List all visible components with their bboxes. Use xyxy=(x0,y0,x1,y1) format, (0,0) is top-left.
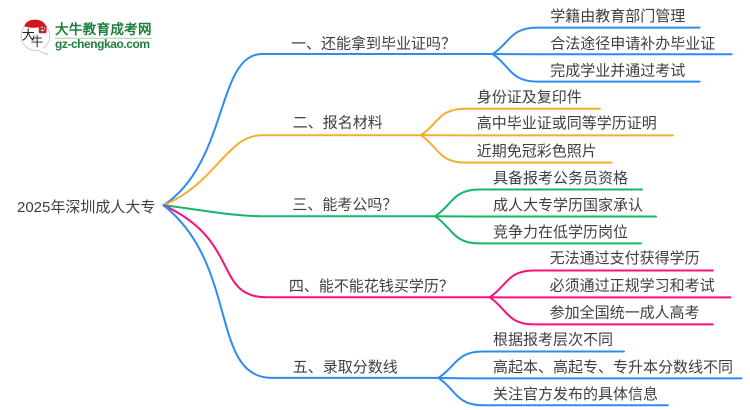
svg-text:身份证及复印件: 身份证及复印件 xyxy=(477,88,582,106)
svg-text:五、录取分数线: 五、录取分数线 xyxy=(293,359,398,376)
svg-text:必须通过正规学习和考试: 必须通过正规学习和考试 xyxy=(550,278,715,295)
svg-text:二、报名材料: 二、报名材料 xyxy=(293,115,383,132)
svg-text:完成学业并通过考试: 完成学业并通过考试 xyxy=(550,63,685,80)
svg-text:牛: 牛 xyxy=(31,34,44,49)
svg-text:2025年深圳成人大专: 2025年深圳成人大专 xyxy=(17,199,155,216)
svg-text:四、能不能花钱买学历？: 四、能不能花钱买学历？ xyxy=(289,278,454,295)
svg-text:成人大专学历国家承认: 成人大专学历国家承认 xyxy=(493,197,643,214)
svg-text:一、还能拿到毕业证吗？: 一、还能拿到毕业证吗？ xyxy=(291,34,456,52)
svg-text:参加全国统一成人高考: 参加全国统一成人高考 xyxy=(550,303,700,321)
svg-text:高中毕业证或同等学历证明: 高中毕业证或同等学历证明 xyxy=(477,114,657,132)
svg-text:高起本、高起专、专升本分数线不同: 高起本、高起专、专升本分数线不同 xyxy=(493,359,733,376)
svg-text:合法途径申请补办毕业证: 合法途径申请补办毕业证 xyxy=(550,35,715,52)
svg-text:学籍由教育部门管理: 学籍由教育部门管理 xyxy=(550,8,685,25)
svg-text:近期免冠彩色照片: 近期免冠彩色照片 xyxy=(477,143,597,160)
svg-text:gz-chengkao.com: gz-chengkao.com xyxy=(55,37,150,51)
svg-text:大: 大 xyxy=(22,28,35,43)
svg-text:关注官方发布的具体信息: 关注官方发布的具体信息 xyxy=(493,386,658,403)
svg-text:无法通过支付获得学历: 无法通过支付获得学历 xyxy=(550,250,700,267)
svg-text:具备报考公务员资格: 具备报考公务员资格 xyxy=(493,170,628,187)
svg-text:大牛教育成考网: 大牛教育成考网 xyxy=(55,21,152,37)
svg-text:竞争力在低学历岗位: 竞争力在低学历岗位 xyxy=(493,223,628,241)
svg-text:三、能考公吗？: 三、能考公吗？ xyxy=(292,197,397,214)
svg-text:根据报考层次不同: 根据报考层次不同 xyxy=(493,332,613,349)
